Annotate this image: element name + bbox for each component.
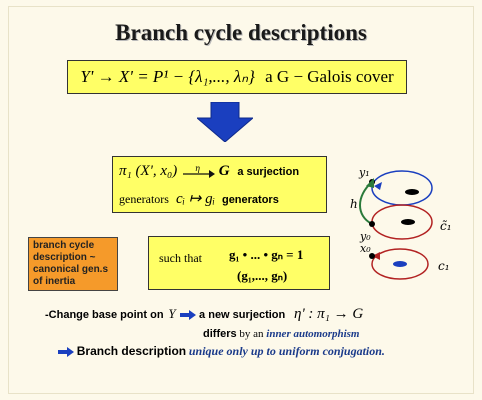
surjection-box: π₁ (X', x₀) η G a surjection generators … [112, 156, 327, 213]
by-an-text: by an [239, 328, 264, 340]
inner-automorphism-text: inner automorphism [266, 328, 360, 340]
fundamental-group: π₁ (X', x₀) [119, 163, 178, 179]
eta-arrow-icon: η [182, 164, 215, 178]
lower-loop-arrowhead-icon [372, 252, 380, 260]
generators-text: generators [119, 192, 169, 206]
right-arrow-icon [180, 310, 197, 321]
cover-suffix: a G − Galois cover [265, 67, 394, 86]
down-arrow-icon [197, 102, 253, 142]
lower-loop-icon [371, 248, 429, 280]
galois-cover-box: Y' → X' = P¹ − {λ₁,..., λₙ} a G − Galois… [67, 60, 407, 94]
generators-line: generators cᵢ ↦ gᵢ generators [119, 189, 279, 208]
product-formula: g₁ • ... • gₙ = 1 [229, 247, 304, 262]
product-prefix: such that [159, 251, 202, 265]
new-surjection-text: a new surjection [199, 309, 286, 321]
right-arrow-icon [58, 347, 74, 358]
product-tuple: (g₁,..., gₙ) [237, 268, 288, 283]
product-one-box: such that g₁ • ... • gₙ = 1 (g₁,..., gₙ) [148, 236, 330, 290]
label-x0: x₀ [360, 242, 371, 255]
generators-formula: cᵢ ↦ gᵢ [175, 191, 215, 207]
upper-puncture-icon [405, 189, 419, 195]
label-c-tilde: c̃₁ [440, 219, 452, 233]
x0-point-icon [369, 253, 375, 259]
surjection-line: π₁ (X', x₀) η G a surjection [119, 163, 299, 180]
label-y1: y₁ [358, 166, 370, 179]
upper-loop-icon [371, 170, 433, 206]
surjection-label: a surjection [237, 166, 300, 178]
change-base-text: -Change base point on [45, 309, 164, 321]
branch-description-text: Branch description [76, 344, 187, 358]
bottom-line-1: -Change base point on Y a new surjection… [45, 306, 363, 323]
label-h: h [350, 197, 358, 211]
generators-label: generators [221, 194, 279, 206]
bottom-line-3: Branch description unique only up to uni… [58, 344, 385, 359]
slide-frame [8, 6, 474, 394]
upper-loop-arrowhead-icon [374, 182, 382, 190]
eta-label: η [195, 165, 200, 173]
new-surjection-formula: η' : π₁ → G [294, 306, 364, 322]
group-g: G [218, 163, 230, 179]
label-c1: c₁ [438, 259, 450, 273]
uniform-conjugation-text: unique only up to uniform conjugation. [188, 344, 385, 358]
cover-formula: Y' → X' = P¹ − {λ₁,..., λₙ} [80, 67, 255, 86]
bottom-line-2: differs by an inner automorphism [203, 328, 360, 340]
label-y0: y₀ [359, 230, 371, 243]
change-base-var: Y [168, 306, 176, 321]
lower-puncture-icon [393, 261, 407, 267]
branch-cycle-note: branch cycle description ~ canonical gen… [28, 237, 118, 291]
y0-point-icon [369, 221, 375, 227]
loop-diagram: y₁ h y₀ c̃₁ x₀ c₁ [350, 166, 452, 280]
differs-text: differs [203, 328, 237, 340]
slide-title: Branch cycle descriptions [115, 20, 367, 45]
middle-puncture-icon [401, 219, 415, 225]
path-h-icon [359, 181, 373, 225]
path-h-arrowhead-icon [366, 178, 374, 188]
